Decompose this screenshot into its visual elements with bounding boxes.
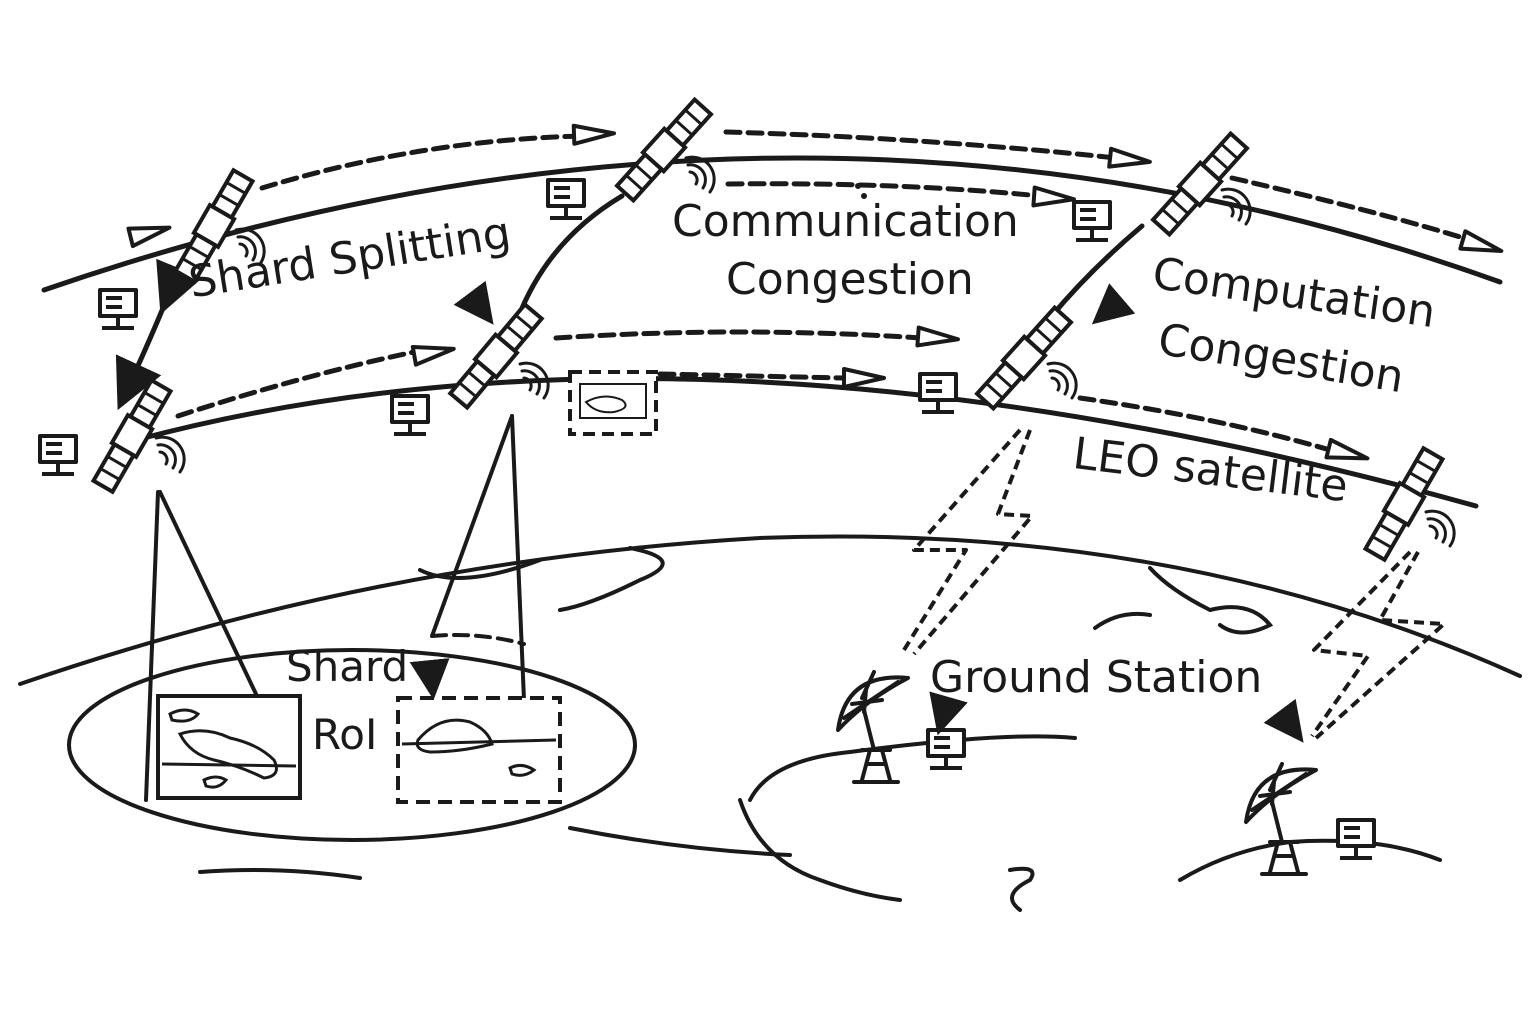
pointer-arrows: [409, 280, 1304, 743]
label-congestion-comm: Congestion: [726, 254, 974, 305]
inter-plane-links: [115, 193, 1145, 411]
roi-image-tile: [396, 696, 562, 804]
data-packet: [568, 370, 658, 436]
label-roi: RoI: [312, 710, 378, 759]
field-of-view-cones: [144, 414, 526, 802]
label-shard: Shard: [286, 642, 409, 691]
downlinks: [902, 428, 1446, 740]
label-communication: Communication: [672, 196, 1019, 247]
flow-arrows: [175, 129, 1473, 453]
congestion-dots: [855, 183, 867, 199]
shard-image-tile: [156, 694, 302, 800]
orbit-lines: [41, 155, 1503, 509]
label-ground-station: Ground Station: [930, 652, 1263, 703]
